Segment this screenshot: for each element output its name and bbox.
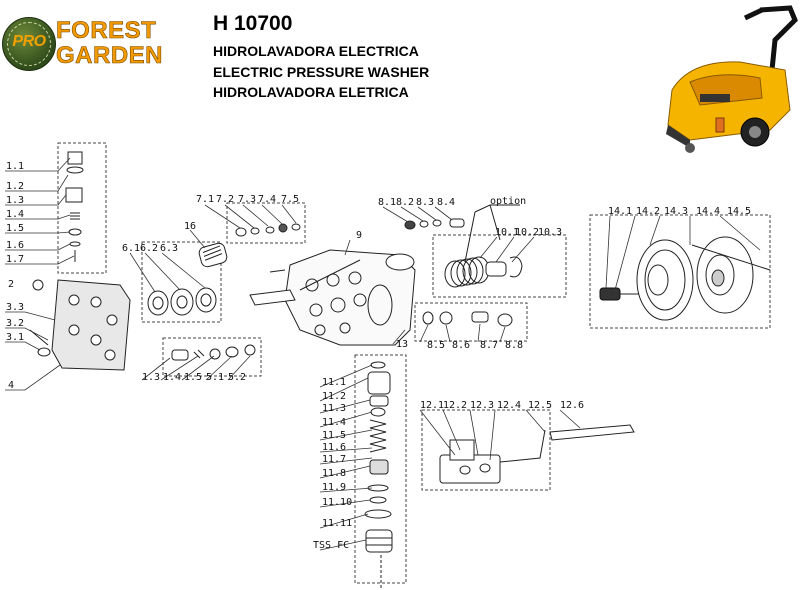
pump-head-part-4 bbox=[29, 279, 131, 371]
label-5-1: 5.1 bbox=[206, 372, 224, 383]
label-11-2: 11.2 bbox=[322, 391, 346, 402]
part-group-5 bbox=[171, 344, 256, 361]
label-11-1: 11.1 bbox=[322, 377, 346, 388]
pro-badge: PRO bbox=[2, 17, 56, 71]
brand-word-forest: FOREST bbox=[56, 17, 157, 44]
label-10-3: 10.3 bbox=[538, 227, 562, 238]
label-8-1: 8.1 bbox=[378, 197, 396, 208]
label-1-4: 1.4 bbox=[6, 209, 24, 220]
part-labels: 1.1 1.2 1.3 1.4 1.5 1.6 1.7 2 3.3 3.2 3.… bbox=[6, 161, 751, 551]
group-box-5 bbox=[162, 337, 262, 377]
label-14-1: 14.1 bbox=[608, 206, 632, 217]
part-group-12 bbox=[439, 424, 635, 484]
label-8-6: 8.6 bbox=[452, 340, 470, 351]
label-1-5: 1.5 bbox=[6, 223, 24, 234]
label-1-7: 1.7 bbox=[6, 254, 24, 265]
label-7-1: 7.1 bbox=[196, 194, 214, 205]
label-2: 2 bbox=[8, 279, 14, 290]
label-1-3: 1.3 bbox=[6, 195, 24, 206]
label-8-3: 8.3 bbox=[416, 197, 434, 208]
label-16: 16 bbox=[184, 221, 196, 232]
group-box-7 bbox=[226, 202, 306, 244]
label-12-2: 12.2 bbox=[443, 400, 467, 411]
label-11-5: 11.5 bbox=[322, 430, 346, 441]
group-box-10 bbox=[432, 234, 567, 298]
pressure-washer-illustration bbox=[666, 5, 798, 153]
label-tss-fc: TSS FC bbox=[313, 540, 349, 551]
group-box-14 bbox=[589, 214, 771, 329]
label-12-6: 12.6 bbox=[560, 400, 584, 411]
part-group-14 bbox=[599, 236, 771, 321]
label-5-1-4: 1.4 bbox=[163, 372, 181, 383]
label-8-4: 8.4 bbox=[437, 197, 455, 208]
leader-lines bbox=[5, 157, 761, 551]
brand-word-garden: GARDEN bbox=[56, 42, 164, 69]
group-box-1 bbox=[57, 142, 107, 274]
label-14-2: 14.2 bbox=[636, 206, 660, 217]
label-5-2: 5.2 bbox=[228, 372, 246, 383]
label-9: 9 bbox=[356, 230, 362, 241]
label-8-2: 8.2 bbox=[396, 197, 414, 208]
pro-badge-text: PRO bbox=[12, 33, 46, 50]
group-box-6 bbox=[141, 241, 222, 323]
label-6-1: 6.1 bbox=[122, 243, 140, 254]
part-group-7 bbox=[235, 223, 301, 237]
label-5-1-3: 1.3 bbox=[142, 372, 160, 383]
crankcase-part-9 bbox=[249, 249, 416, 346]
label-1-1: 1.1 bbox=[6, 161, 24, 172]
label-8-8: 8.8 bbox=[505, 340, 523, 351]
option-part-10 bbox=[444, 204, 523, 288]
label-3-3: 3.3 bbox=[6, 302, 24, 313]
label-1-6: 1.6 bbox=[6, 240, 24, 251]
part-group-8-top bbox=[404, 218, 465, 230]
label-3-1: 3.1 bbox=[6, 332, 24, 343]
part-group-6-seals bbox=[147, 287, 217, 316]
label-7-2: 7.2 bbox=[216, 194, 234, 205]
label-7-5: 7.5 bbox=[281, 194, 299, 205]
label-14-3: 14.3 bbox=[664, 206, 688, 217]
label-10-1: 10.1 bbox=[495, 227, 519, 238]
label-11-7: 11.7 bbox=[322, 454, 346, 465]
label-3-2: 3.2 bbox=[6, 318, 24, 329]
label-11-11: 11.11 bbox=[322, 518, 352, 529]
label-11-4: 11.4 bbox=[322, 417, 346, 428]
label-14-5: 14.5 bbox=[727, 206, 751, 217]
label-7-3: 7.3 bbox=[238, 194, 256, 205]
group-box-11 bbox=[354, 354, 407, 584]
label-10-2: 10.2 bbox=[515, 227, 539, 238]
part-group-1 bbox=[65, 151, 84, 262]
title-spanish: HIDROLAVADORA ELECTRICA bbox=[213, 43, 419, 59]
group-box-12 bbox=[421, 409, 551, 491]
label-11-3: 11.3 bbox=[322, 403, 346, 414]
label-12-4: 12.4 bbox=[497, 400, 521, 411]
label-12-3: 12.3 bbox=[470, 400, 494, 411]
label-6-2: 6.2 bbox=[140, 243, 158, 254]
label-8-5: 8.5 bbox=[427, 340, 445, 351]
label-14-4: 14.4 bbox=[696, 206, 720, 217]
valve-stack-part-11 bbox=[364, 361, 393, 590]
label-7-4: 7.4 bbox=[258, 194, 276, 205]
label-11-8: 11.8 bbox=[322, 468, 346, 479]
model-title: H 10700 bbox=[213, 12, 293, 35]
label-11-6: 11.6 bbox=[322, 442, 346, 453]
label-6-3: 6.3 bbox=[160, 243, 178, 254]
label-11-10: 11.10 bbox=[322, 497, 352, 508]
forest-garden-logo: PRO FOREST GARDEN bbox=[0, 14, 195, 74]
label-12-5: 12.5 bbox=[528, 400, 552, 411]
label-12-1: 12.1 bbox=[420, 400, 444, 411]
label-5-1-5: 1.5 bbox=[184, 372, 202, 383]
option-label: option bbox=[490, 196, 526, 207]
group-box-8b bbox=[414, 302, 528, 342]
part-group-8-bottom bbox=[422, 311, 513, 327]
title-english: ELECTRIC PRESSURE WASHER bbox=[213, 64, 430, 80]
label-8-7: 8.7 bbox=[480, 340, 498, 351]
label-11-9: 11.9 bbox=[322, 482, 346, 493]
label-1-2: 1.2 bbox=[6, 181, 24, 192]
part-16 bbox=[198, 242, 228, 268]
label-4: 4 bbox=[8, 380, 14, 391]
title-portuguese: HIDROLAVADORA ELETRICA bbox=[213, 84, 409, 100]
label-13: 13 bbox=[396, 339, 408, 350]
